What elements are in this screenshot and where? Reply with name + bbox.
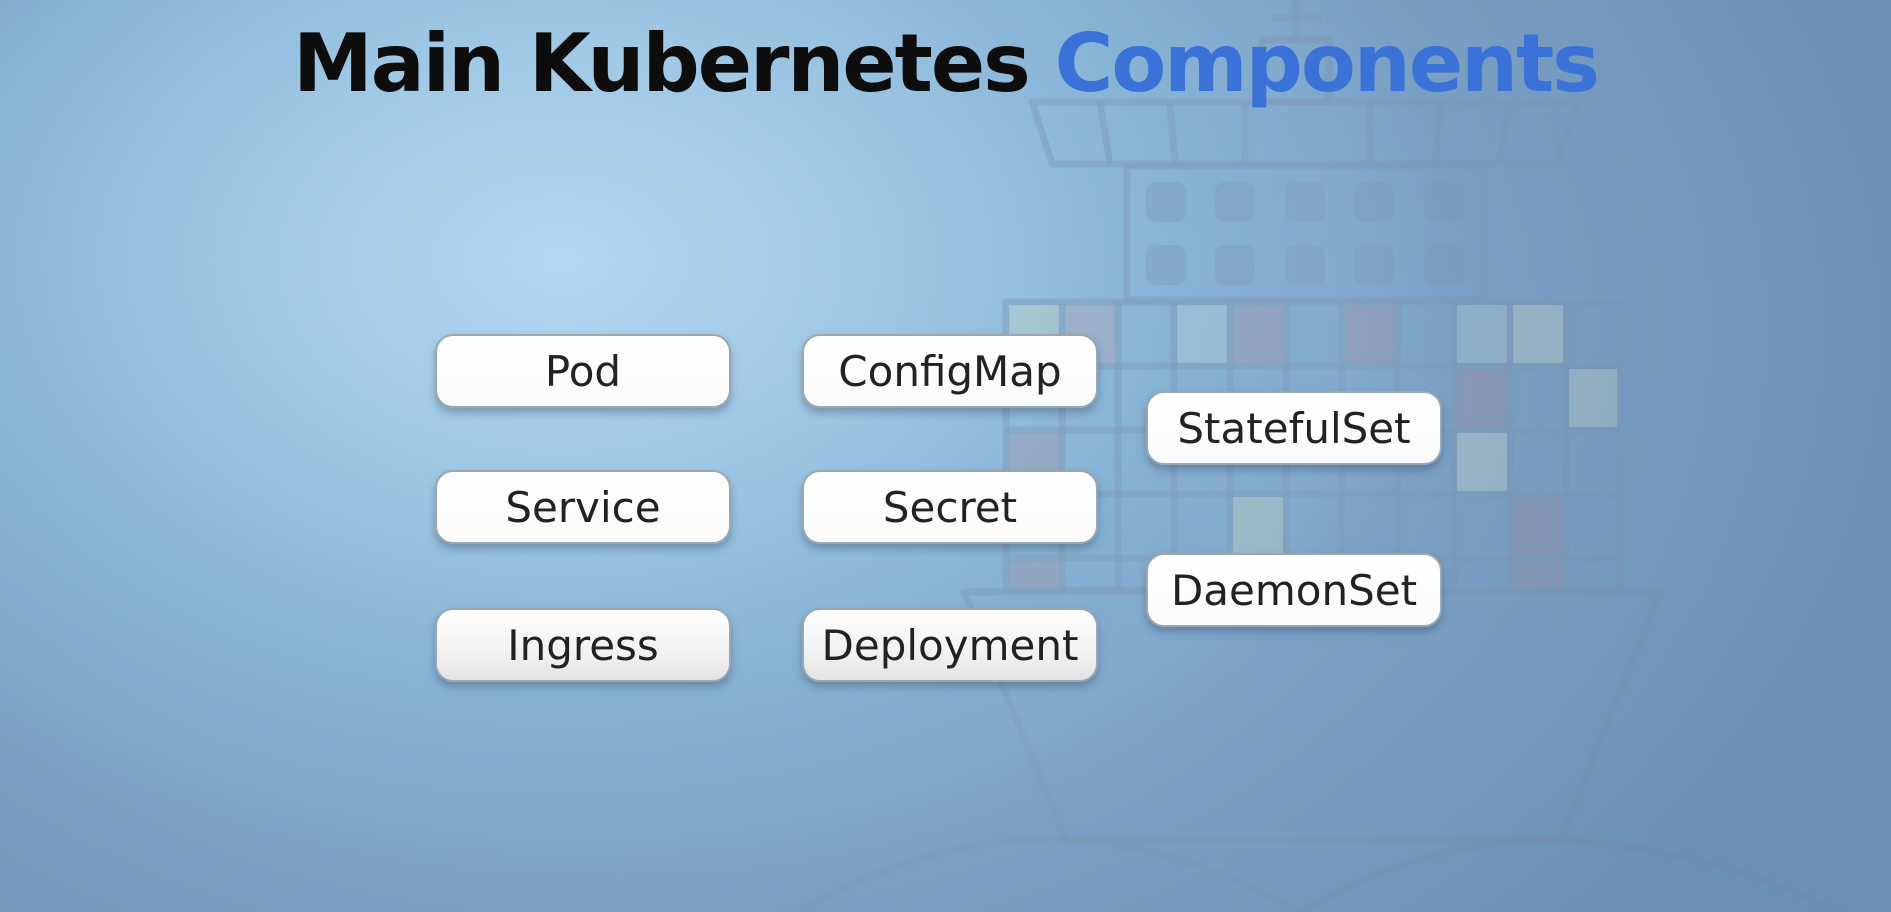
component-deployment: Deployment [802, 608, 1098, 682]
component-configmap: ConfigMap [802, 334, 1098, 408]
component-statefulset: StatefulSet [1146, 391, 1442, 465]
component-daemonset: DaemonSet [1146, 553, 1442, 627]
title-accent: Components [1054, 17, 1600, 110]
page-title: Main Kubernetes Components [0, 14, 1891, 114]
component-service: Service [435, 470, 731, 544]
component-pod: Pod [435, 334, 731, 408]
title-main: Main Kubernetes [293, 17, 1031, 110]
component-ingress: Ingress [435, 608, 731, 682]
component-secret: Secret [802, 470, 1098, 544]
